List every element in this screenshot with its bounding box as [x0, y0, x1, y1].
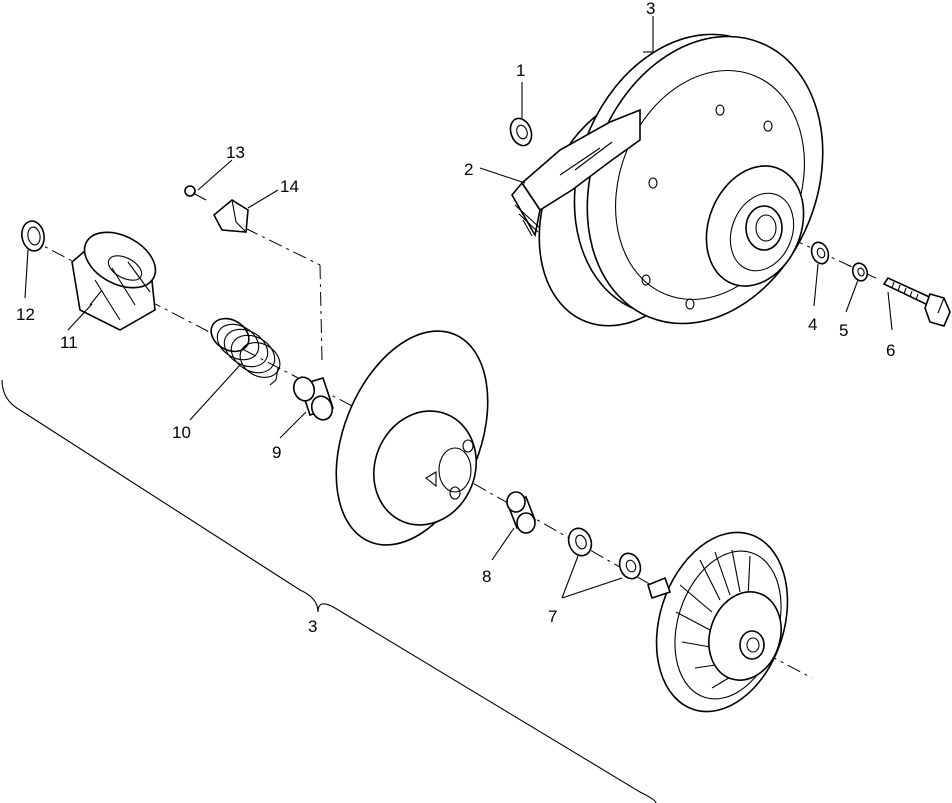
callout-2: 2 — [464, 160, 473, 179]
callout-9: 9 — [272, 443, 281, 462]
part-3-group-bracket — [1, 379, 657, 803]
callout-labels: 1 2 3 4 5 6 7 8 9 10 11 12 13 14 3 — [16, 0, 895, 636]
callout-8: 8 — [482, 567, 491, 586]
part-10-spring — [210, 317, 281, 386]
callout-10: 10 — [172, 423, 191, 442]
part-11-cam — [71, 231, 157, 331]
part-3-finned-sheave — [647, 531, 789, 713]
part-12-snap-ring — [21, 220, 45, 252]
part-8-bushing — [506, 491, 537, 534]
callout-4: 4 — [808, 315, 817, 334]
part-2-drive-belt — [511, 108, 641, 238]
callout-3-top: 3 — [646, 0, 655, 18]
part-13-screw — [184, 185, 207, 201]
part-4-washer — [810, 241, 830, 265]
callout-14: 14 — [280, 177, 299, 196]
callout-13: 13 — [226, 143, 245, 162]
leader-lines — [24, 16, 893, 599]
callout-12: 12 — [16, 305, 35, 324]
callout-1: 1 — [516, 61, 525, 80]
part-6-bolt — [882, 276, 951, 327]
callout-7: 7 — [548, 607, 557, 626]
part-1-washer — [509, 117, 533, 147]
part-9-bushing — [292, 376, 335, 421]
part-14-slider-button — [212, 199, 249, 233]
part-3-clutch-assembly — [538, 33, 824, 327]
part-7-washers — [567, 527, 642, 580]
callout-11: 11 — [60, 333, 78, 352]
callout-6: 6 — [886, 341, 895, 360]
part-5-lock-washer — [851, 262, 869, 282]
callout-3-bracket: 3 — [308, 617, 317, 636]
callout-5: 5 — [839, 321, 848, 340]
part-3-stationary-sheave — [335, 330, 489, 546]
